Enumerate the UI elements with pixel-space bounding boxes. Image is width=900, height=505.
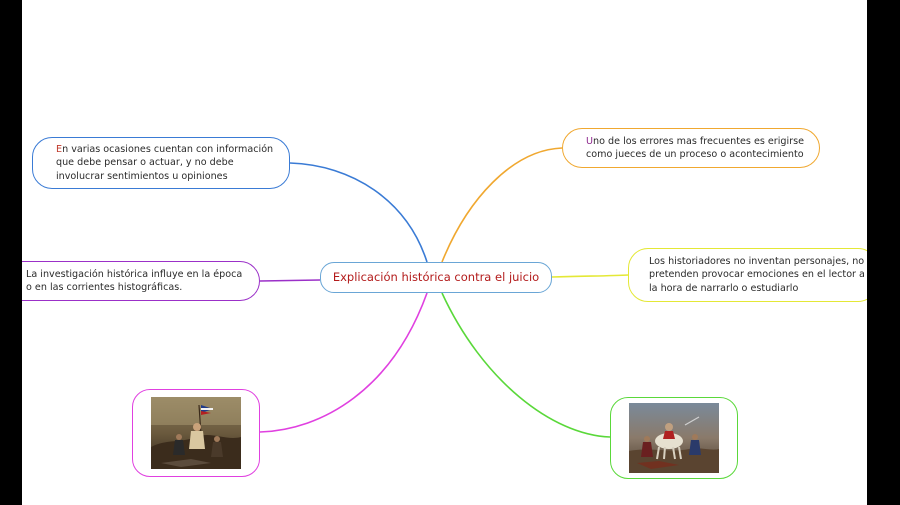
topic-node-mid-left[interactable]: La investigación histórica influye en la… [22, 261, 260, 301]
central-topic-label: Explicación histórica contra el juicio [332, 269, 540, 284]
topic-node-mid-right[interactable]: Los historiadores no inventan personajes… [628, 248, 867, 302]
branch-magenta [259, 292, 428, 433]
painting-liberty-icon [151, 397, 241, 469]
branch-yellow [551, 274, 629, 278]
branch-green [441, 292, 611, 438]
first-letter: U [586, 135, 594, 147]
branch-orange [441, 147, 563, 263]
node-text-rest: no de los errores mas frecuentes es erig… [586, 135, 805, 161]
branch-connectors [259, 147, 629, 438]
topic-node-top-left[interactable]: En varias ocasiones cuentan con informac… [32, 137, 290, 189]
image-node-bottom-right[interactable] [610, 397, 738, 479]
painting-battle-icon [629, 403, 719, 473]
central-topic[interactable]: Explicación histórica contra el juicio [320, 262, 552, 293]
branch-purple [259, 279, 321, 282]
topic-node-text: Los historiadores no inventan personajes… [649, 255, 865, 294]
topic-node-top-right[interactable]: Uno de los errores mas frecuentes es eri… [562, 128, 820, 168]
mind-map-canvas: En varias ocasiones cuentan con informac… [22, 0, 867, 505]
branch-blue [289, 162, 428, 263]
topic-node-text: En varias ocasiones cuentan con informac… [56, 143, 275, 184]
topic-node-text: La investigación histórica influye en la… [26, 268, 243, 294]
node-text-rest: n varias ocasiones cuentan con informaci… [56, 143, 274, 182]
topic-node-text: Uno de los errores mas frecuentes es eri… [586, 135, 805, 162]
image-node-bottom-left[interactable] [132, 389, 260, 477]
first-letter: E [56, 143, 63, 155]
